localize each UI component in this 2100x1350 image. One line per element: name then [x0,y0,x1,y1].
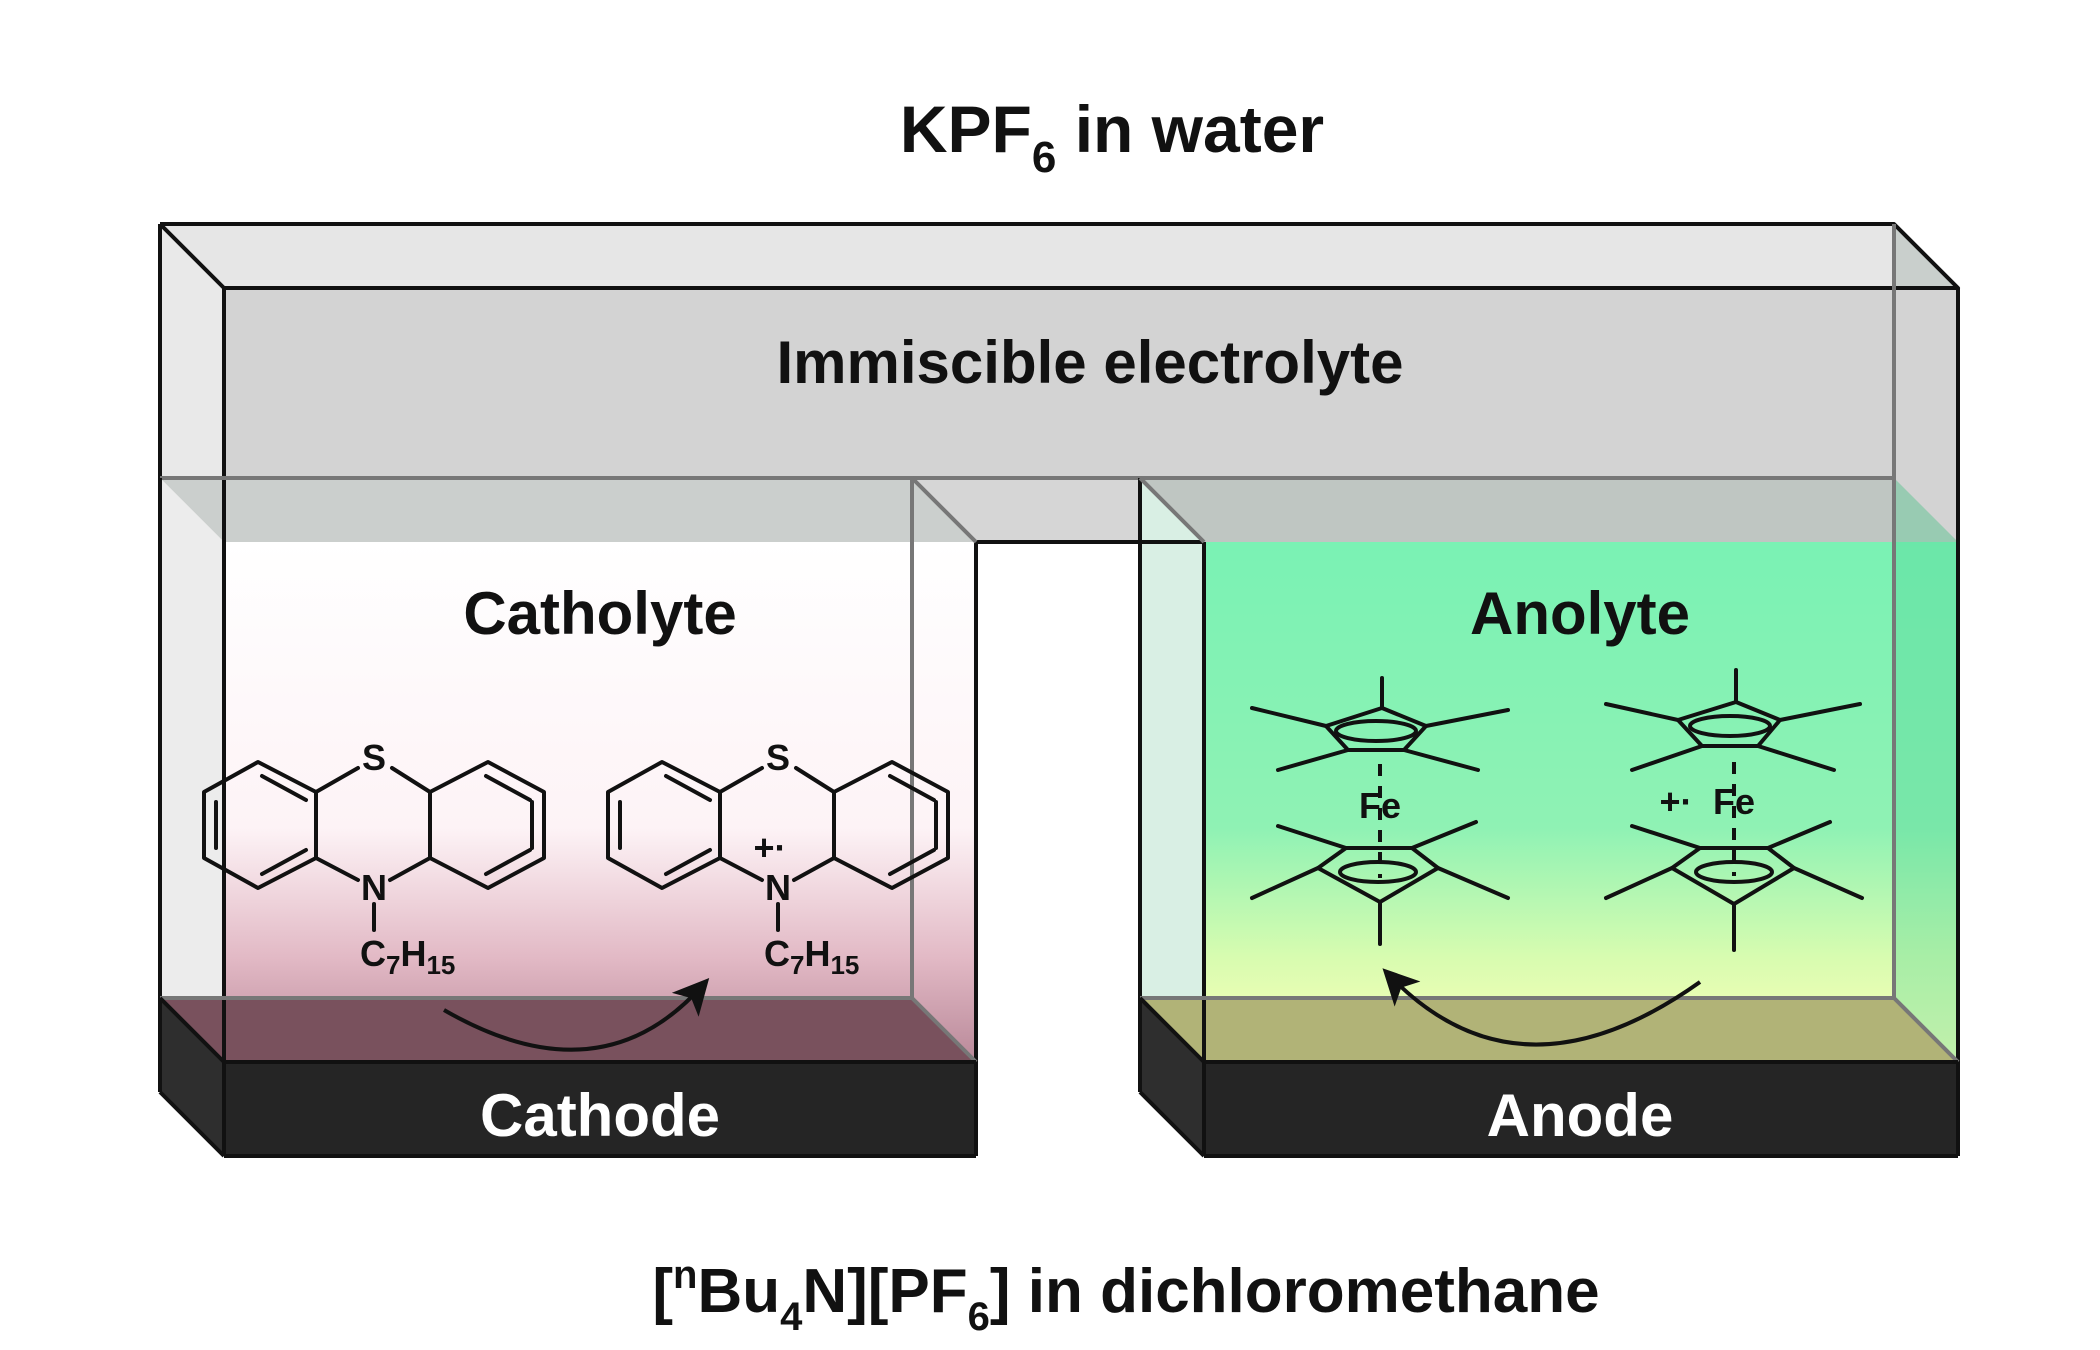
heptyl-chain-label-2: C7H15 [764,933,859,980]
nitrogen-atom-2: N [765,867,791,908]
heptyl-chain-label: C7H15 [360,933,455,980]
catholyte-label: Catholyte [463,580,736,647]
iron-atom: Fe [1359,785,1401,826]
top-label: KPF6 in water [900,92,1324,182]
sulfur-atom: S [362,737,386,778]
catholyte-tank [160,478,976,1156]
reduction-arrow [1382,968,1702,1047]
bridge-compartment [160,224,1958,542]
cathode-label: Cathode [480,1082,720,1149]
radical-cation-mark-2: +· [1659,781,1692,822]
bridge-label: Immiscible electrolyte [777,329,1404,396]
anolyte-label: Anolyte [1470,580,1690,647]
phenothiazine-radical-cation-molecule [606,760,950,932]
bottom-label: [nBu4N][PF6] in dichloromethane [652,1253,1599,1339]
tank-outlines [158,222,1960,1158]
decamethylferrocenium-molecule [1604,668,1864,952]
anode-label: Anode [1487,1082,1674,1149]
phenothiazine-neutral-molecule [202,760,546,932]
iron-atom-2: Fe [1713,781,1755,822]
radical-cation-mark: +· [753,827,786,868]
sulfur-atom-2: S [766,737,790,778]
nitrogen-atom: N [361,867,387,908]
decamethylferrocene-neutral-molecule [1250,676,1510,946]
anolyte-tank [1140,478,1958,1156]
oxidation-arrow [443,977,710,1052]
